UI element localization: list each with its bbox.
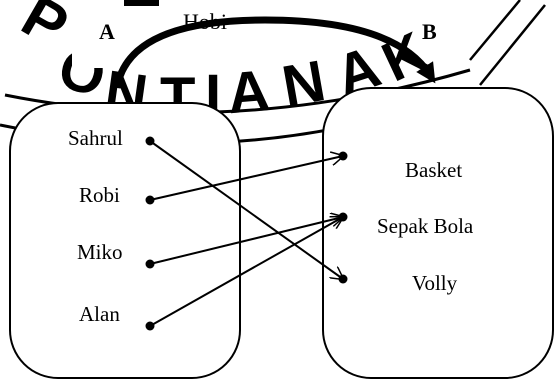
member-dots	[145, 136, 348, 331]
set-b-container	[322, 87, 554, 379]
mapping-arrow-alan-to-sepak-bola	[149, 217, 343, 327]
set-b-dot	[338, 274, 348, 284]
set-b-dot	[338, 151, 348, 161]
set-a-label: A	[99, 19, 115, 44]
stamp-border-line	[469, 0, 521, 61]
set-a-label-box	[72, 0, 160, 68]
set-a-container	[9, 102, 241, 379]
relation-arrow	[113, 16, 436, 89]
mapping-arrow-miko-to-sepak-bola	[149, 217, 343, 265]
set-b-member: Sepak Bola	[377, 214, 474, 238]
set-a-member: Sahrul	[68, 126, 123, 150]
set-a-member: Miko	[77, 240, 123, 264]
set-a-member: Alan	[79, 302, 120, 326]
set-a-dot	[145, 259, 155, 269]
mapping-arrow-sahrul-to-volly	[149, 140, 343, 279]
set-a-dot	[145, 195, 155, 205]
set-b-label: B	[422, 19, 437, 44]
stamp-border-line	[479, 4, 546, 86]
set-a-dot	[145, 136, 155, 146]
set-a-dot	[145, 321, 155, 331]
set-a-member: Robi	[79, 183, 120, 207]
mapping-arrow-robi-to-basket	[149, 156, 343, 201]
set-b-dot	[338, 212, 348, 222]
set-b-member: Basket	[405, 158, 463, 182]
set-b-member: Volly	[412, 271, 458, 295]
set-a-label-bar	[124, 0, 159, 6]
mapping-lines	[149, 140, 343, 327]
svg-text:A: A	[225, 58, 272, 126]
